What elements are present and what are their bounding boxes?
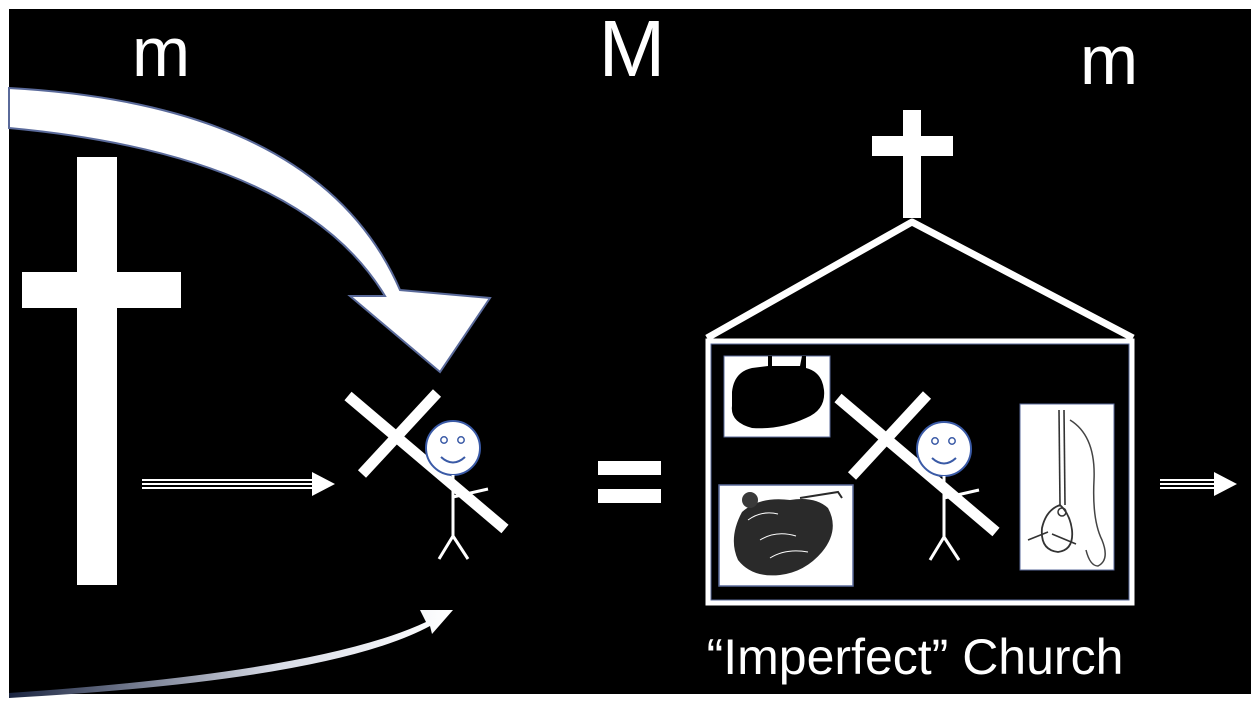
right-m-label: m <box>1080 21 1138 99</box>
noose-rope-sketch-icon <box>1020 404 1114 570</box>
slide-background <box>9 9 1251 694</box>
goat-sketch-icon <box>719 485 853 586</box>
left-m-label: m <box>132 13 190 91</box>
church-caption: “Imperfect” Church <box>707 629 1124 685</box>
rat-sketch-icon <box>724 356 830 437</box>
center-M-label: M <box>599 4 666 93</box>
